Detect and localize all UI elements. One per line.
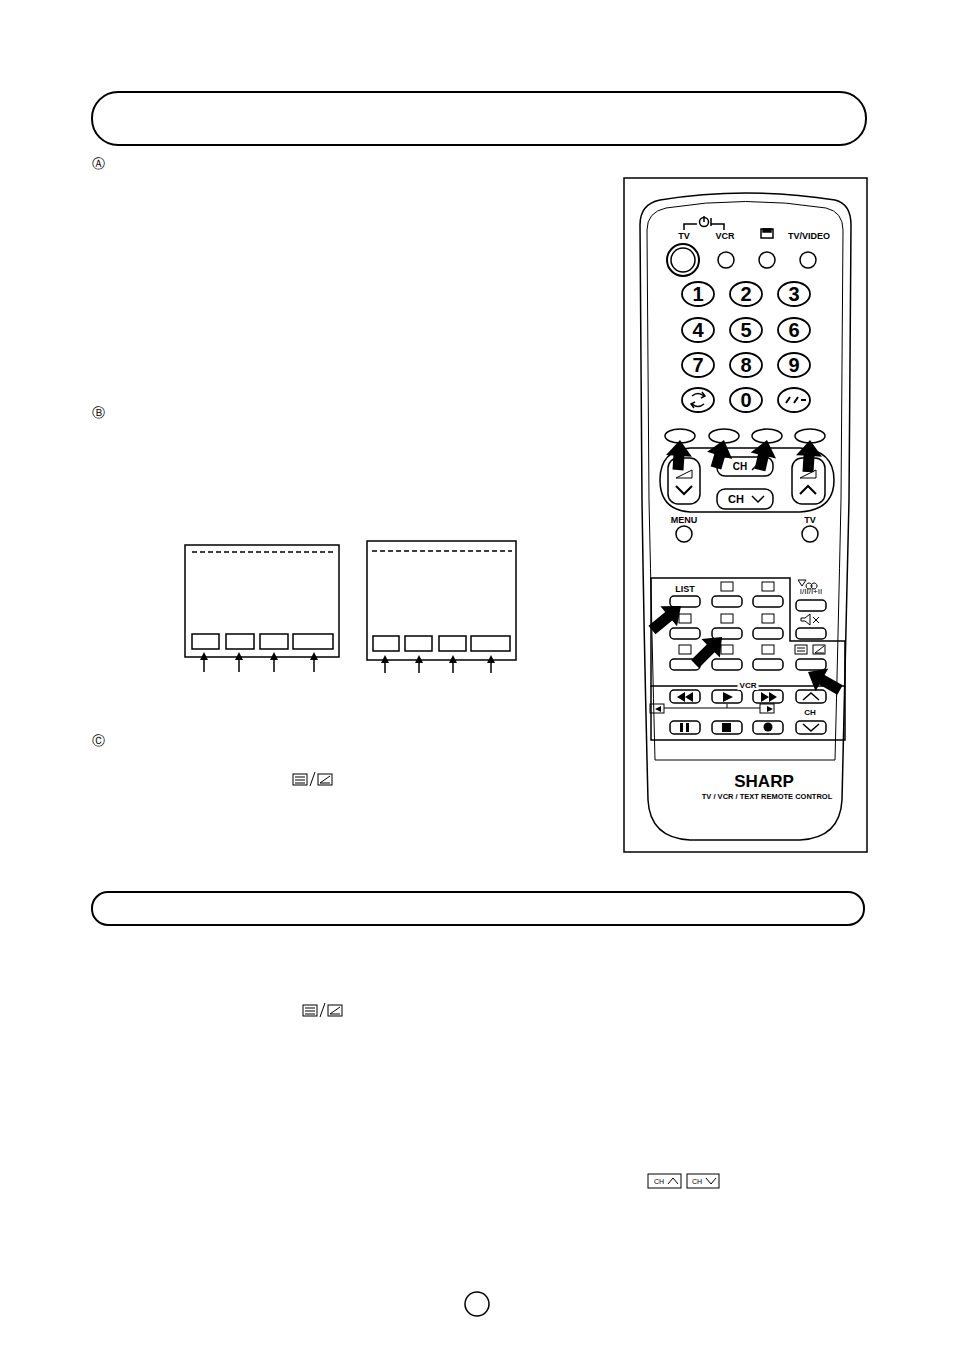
button-label: CH xyxy=(804,709,816,717)
brand-name: SHARP xyxy=(734,773,794,790)
button-label: LIST xyxy=(675,585,695,594)
number-keys xyxy=(682,282,810,412)
screen-diagram xyxy=(185,541,516,660)
number-key: 1 xyxy=(692,284,703,304)
teletext-icons xyxy=(679,580,825,654)
remote-face xyxy=(647,202,843,761)
key-icon-label: CH xyxy=(692,1178,702,1185)
button-label: CH xyxy=(728,494,744,505)
product-name: TV / VCR / TEXT REMOTE CONTROL xyxy=(702,793,832,801)
button-label: I/II/I+II xyxy=(800,588,822,596)
number-key: 9 xyxy=(788,355,799,375)
number-key: 8 xyxy=(740,355,751,375)
button-label: TV xyxy=(678,232,690,241)
pointer-arrows xyxy=(200,440,843,695)
section-marker: Ⓐ xyxy=(92,157,105,170)
remote-body xyxy=(640,193,851,840)
button-label: MENU xyxy=(671,516,698,525)
page-number-circle xyxy=(465,1292,489,1316)
vcr-panel xyxy=(650,686,845,740)
button-label: TV xyxy=(804,516,816,525)
colour-buttons xyxy=(665,429,825,443)
number-key: 3 xyxy=(788,284,799,304)
key-icon-label: CH xyxy=(654,1178,664,1185)
button-label: CH xyxy=(733,462,747,472)
number-key: 6 xyxy=(788,320,799,340)
number-key: 0 xyxy=(740,390,751,410)
number-key: 7 xyxy=(692,355,703,375)
panel-label: VCR xyxy=(738,682,759,690)
heading-band xyxy=(92,92,866,145)
teletext-panel xyxy=(651,578,845,686)
section-marker: Ⓒ xyxy=(92,734,105,747)
menu-tv-buttons xyxy=(676,526,818,542)
vcr-channel-chevrons xyxy=(803,693,819,731)
number-key: 2 xyxy=(740,284,751,304)
vcr-key-symbols xyxy=(655,692,777,732)
button-label: TV/VIDEO xyxy=(788,232,830,241)
button-label: VCR xyxy=(715,232,734,241)
number-key: 5 xyxy=(740,320,751,340)
heading-band xyxy=(92,892,864,925)
section-marker: Ⓑ xyxy=(92,406,105,419)
inline-key-icons xyxy=(293,772,719,1188)
figure-frame xyxy=(624,178,867,852)
number-key: 4 xyxy=(692,320,703,340)
top-buttons xyxy=(667,216,816,276)
